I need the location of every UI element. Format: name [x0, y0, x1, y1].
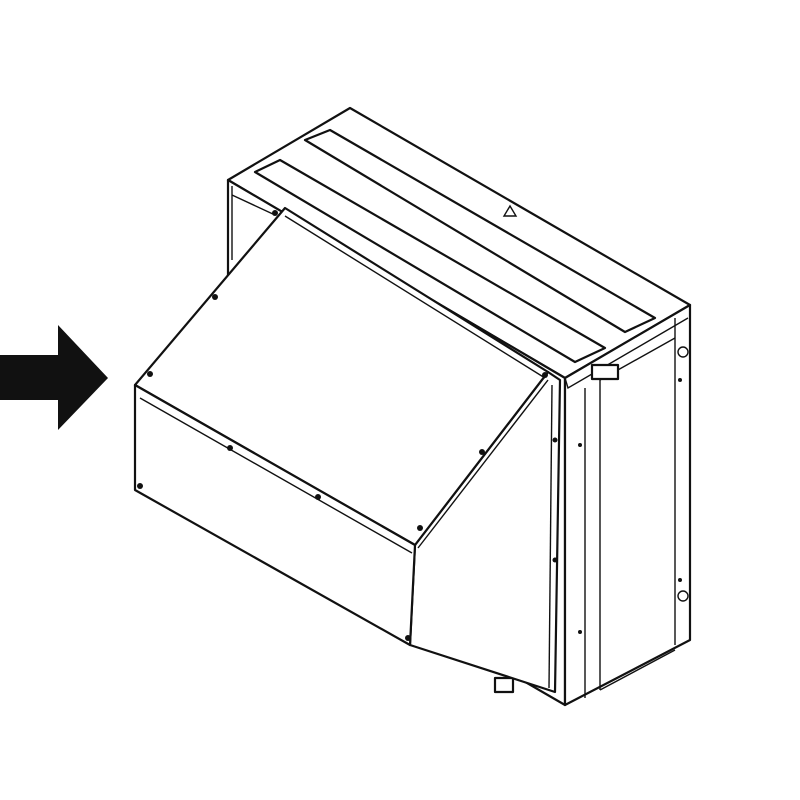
top-slot-front [253, 158, 607, 364]
unit-latch [590, 363, 620, 381]
unit-drain [493, 676, 515, 694]
hood [133, 206, 682, 694]
warning-triangle-icon [502, 204, 518, 217]
arrow-right-icon [0, 325, 108, 430]
unit-right-face [563, 303, 692, 707]
top-slot-back [303, 128, 657, 334]
hood-front-panel [133, 383, 417, 647]
